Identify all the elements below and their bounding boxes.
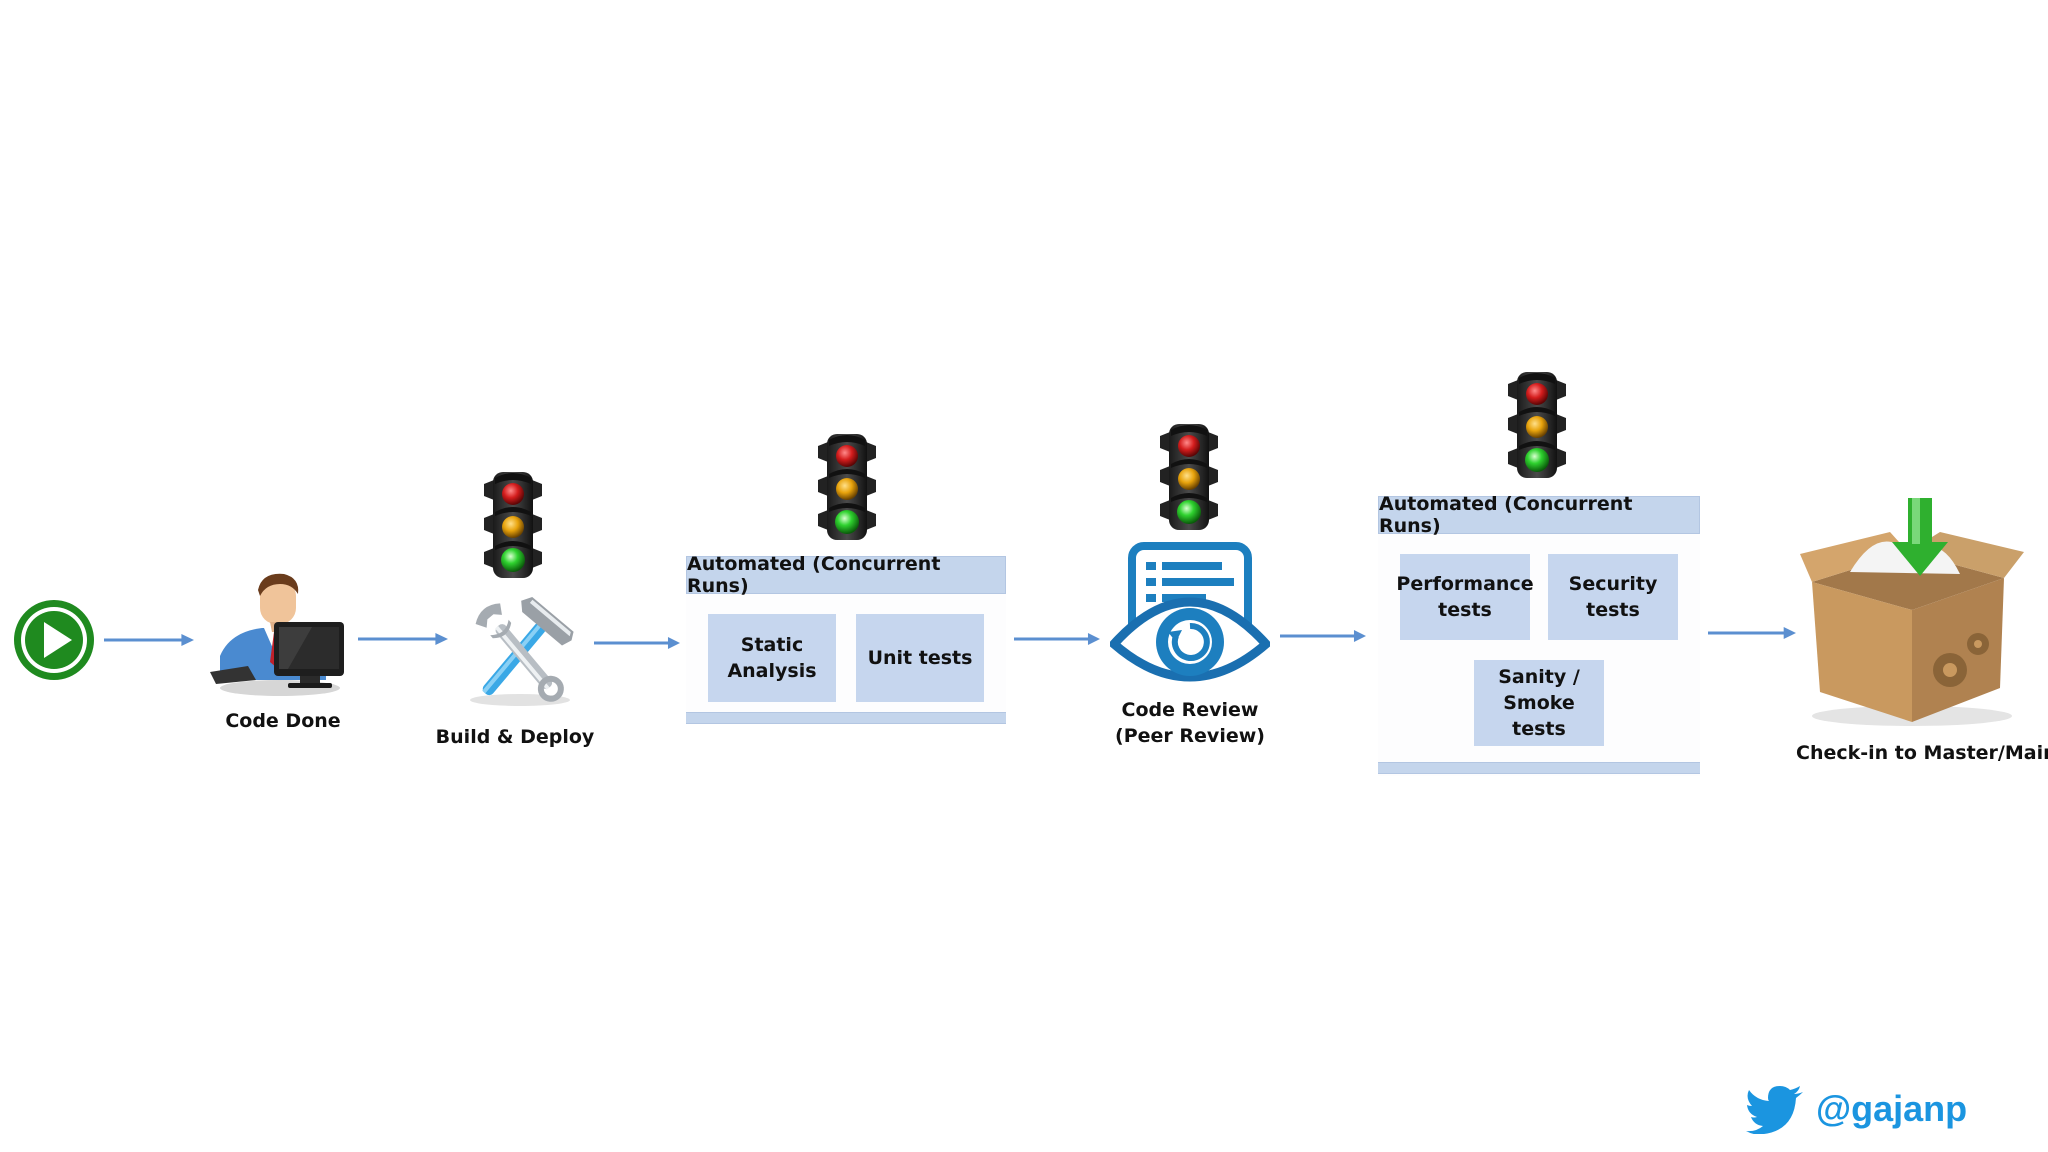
- flow-arrow: [594, 636, 680, 650]
- step-security-tests: Security tests: [1548, 554, 1678, 640]
- flow-arrow: [104, 633, 194, 647]
- stage-label-check-in: Check-in to Master/Main: [1796, 742, 2048, 764]
- panel-footer-bar: [1378, 762, 1700, 774]
- traffic-light-icon: [1154, 422, 1224, 532]
- twitter-bird-icon[interactable]: [1746, 1086, 1804, 1134]
- step-performance-tests: Performance tests: [1396, 554, 1534, 640]
- stage-label-code-review: Code Review (Peer Review): [1115, 699, 1265, 747]
- traffic-light-icon: [1502, 370, 1572, 480]
- stage-label-build-deploy: Build & Deploy: [435, 726, 595, 748]
- step-static-analysis: Static Analysis: [708, 614, 836, 702]
- automated-panel-1: Automated (Concurrent Runs) Static Analy…: [686, 553, 1006, 724]
- box-download-icon: [1800, 498, 2024, 726]
- developer-at-computer-icon: [210, 573, 344, 696]
- step-unit-tests: Unit tests: [856, 614, 984, 702]
- flow-arrow: [1708, 626, 1796, 640]
- eye-document-icon: [1110, 542, 1270, 682]
- traffic-light-icon: [478, 470, 548, 580]
- step-sanity-smoke-tests: Sanity / Smoke tests: [1474, 660, 1604, 746]
- flow-arrow: [1014, 632, 1100, 646]
- hammer-wrench-icon: [470, 596, 574, 706]
- flow-arrow: [1280, 629, 1366, 643]
- panel-footer-bar: [686, 712, 1006, 724]
- traffic-light-icon: [812, 432, 882, 542]
- flow-arrow: [358, 632, 448, 646]
- stage-label-code-done: Code Done: [225, 710, 341, 732]
- panel-header: Automated (Concurrent Runs): [686, 553, 1006, 597]
- panel-header: Automated (Concurrent Runs): [1378, 493, 1700, 537]
- play-icon[interactable]: [12, 598, 96, 682]
- twitter-handle[interactable]: @gajanp: [1816, 1088, 1968, 1129]
- automated-panel-2: Automated (Concurrent Runs) Performance …: [1378, 493, 1700, 776]
